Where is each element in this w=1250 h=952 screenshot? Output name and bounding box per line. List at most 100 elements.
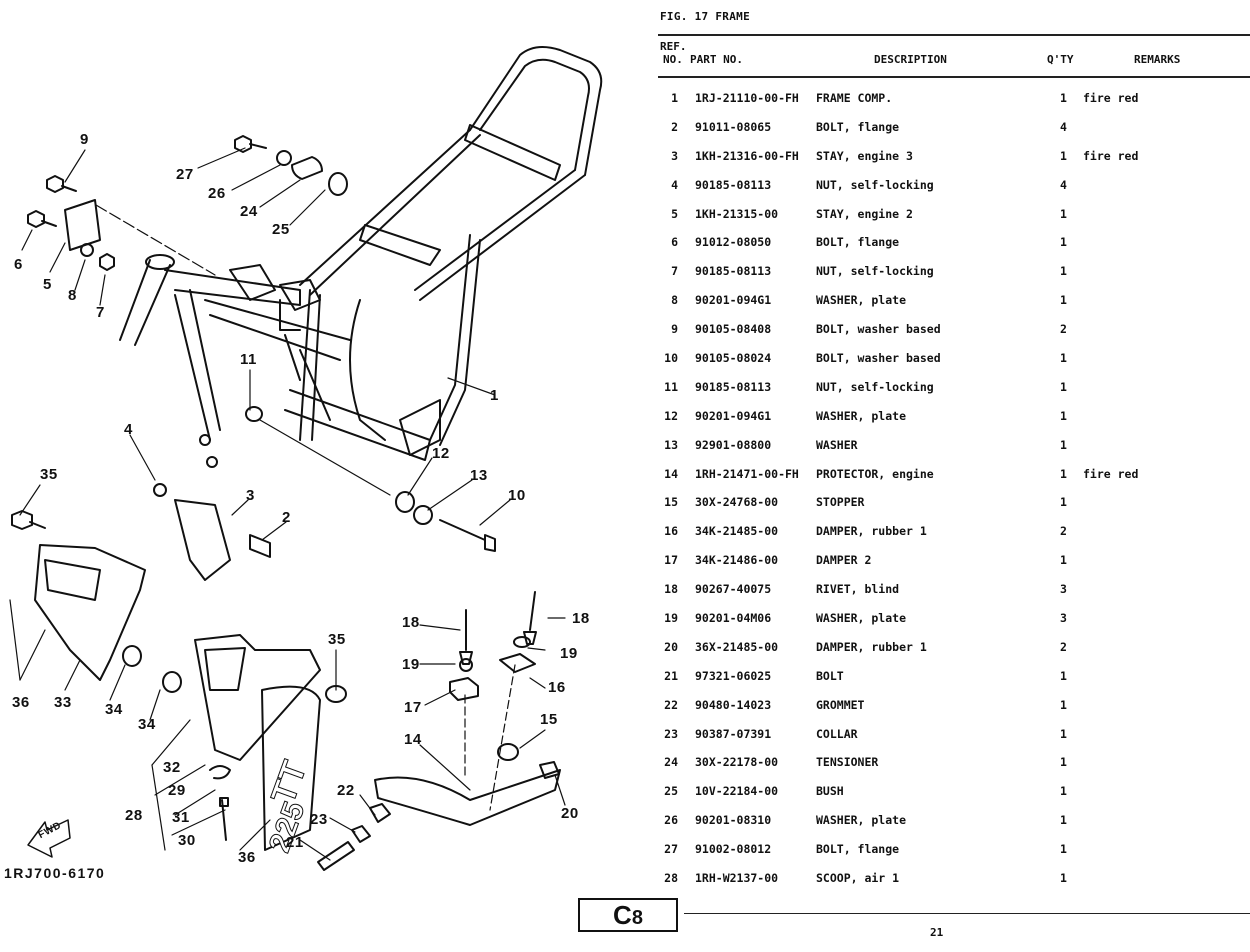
callout-36b: 36 — [238, 849, 256, 866]
callout-34b: 34 — [138, 716, 156, 733]
ref-no-cell: 10 — [664, 351, 678, 366]
description-cell: WASHER, plate — [816, 611, 907, 626]
callout-19a: 19 — [402, 656, 420, 673]
part-no-cell: 90105-08024 — [695, 351, 772, 366]
description-cell: STAY, engine 2 — [816, 206, 913, 221]
description-cell: FRAME COMP. — [816, 91, 893, 105]
callout-17: 17 — [404, 699, 422, 716]
part-no-cell: 91011-08065 — [695, 119, 772, 134]
frame-drawing — [9, 45, 603, 871]
part-no-cell: 90201-08310 — [695, 813, 772, 828]
callout-20: 20 — [561, 805, 579, 822]
ref-no-cell: 18 — [664, 582, 678, 597]
part-no-cell: 90480-14023 — [695, 697, 772, 712]
part-no-cell: 34K-21485-00 — [695, 524, 779, 539]
qty-cell: 4 — [1060, 119, 1067, 134]
description-cell: BUSH — [816, 784, 844, 799]
header-part-no: PART NO. — [690, 53, 743, 66]
callout-10: 10 — [508, 487, 526, 504]
description-cell: DAMPER 2 — [816, 553, 872, 568]
hardware-parts — [11, 135, 561, 871]
part-no-cell: 90185-08113 — [695, 379, 772, 394]
callout-4: 4 — [124, 421, 133, 438]
qty-cell: 1 — [1060, 813, 1067, 828]
callout-28: 28 — [125, 807, 143, 824]
ref-no-cell: 15 — [664, 495, 678, 510]
callout-24: 24 — [240, 203, 258, 220]
exploded-diagram: TT 225 FWD 1 2 3 4 5 6 7 8 9 10 11 12 13… — [4, 45, 603, 881]
qty-cell: 1 — [1060, 408, 1067, 423]
qty-cell: 1 — [1060, 495, 1067, 510]
description-cell: PROTECTOR, engine — [816, 466, 934, 481]
ref-no-cell: 14 — [664, 466, 678, 481]
ref-no-cell: 22 — [664, 697, 678, 712]
ref-no-cell: 13 — [664, 437, 678, 452]
ref-no-cell: 17 — [664, 553, 678, 568]
part-no-cell: 1RH-21471-00-FH — [695, 466, 799, 481]
qty-cell: 2 — [1060, 524, 1067, 539]
callout-23: 23 — [310, 811, 328, 828]
callout-9: 9 — [80, 131, 89, 148]
part-no-cell: 90185-08113 — [695, 264, 772, 279]
ref-no-cell: 27 — [664, 842, 678, 857]
parts-table-body: 1 1RJ-21110-00-FH FRAME COMP. 1 fire red 2 910… — [658, 83, 1250, 892]
description-cell: BOLT, flange — [816, 119, 900, 134]
part-no-cell: 30X-24768-00 — [695, 495, 779, 510]
ref-no-cell: 20 — [664, 639, 678, 654]
part-no-cell: 90201-094G1 — [695, 408, 772, 423]
callout-21: 21 — [286, 834, 304, 851]
part-no-cell: 1KH-21315-00 — [695, 206, 779, 221]
callout-27: 27 — [176, 166, 194, 183]
remarks-cell: fire red — [1083, 466, 1139, 481]
callout-16: 16 — [548, 679, 566, 696]
header-top-rule — [658, 34, 1250, 36]
part-no-cell: 1RH-W2137-00 — [695, 871, 779, 886]
description-cell: BOLT — [816, 668, 844, 683]
section-number: 8 — [631, 907, 643, 929]
callout-13: 13 — [470, 467, 488, 484]
callout-15: 15 — [540, 711, 558, 728]
section-letter: C — [613, 900, 632, 930]
description-cell: BOLT, washer based — [816, 322, 941, 337]
remarks-cell: fire red — [1083, 148, 1139, 163]
description-cell: WASHER, plate — [816, 293, 907, 308]
ref-no-cell: 5 — [671, 206, 678, 221]
callout-26: 26 — [208, 185, 226, 202]
diagram-code: 1RJ700-6170 — [4, 865, 106, 881]
qty-cell: 3 — [1060, 582, 1067, 597]
part-no-cell: 90201-094G1 — [695, 293, 772, 308]
description-cell: SCOOP, air 1 — [816, 871, 900, 886]
part-no-cell: 1RJ-21110-00-FH — [695, 91, 799, 105]
header-ref-line1: REF. — [660, 40, 687, 53]
part-no-cell: 10V-22184-00 — [695, 784, 779, 799]
part-no-cell: 97321-06025 — [695, 668, 772, 683]
description-cell: BOLT, washer based — [816, 351, 941, 366]
ref-no-cell: 28 — [664, 871, 678, 886]
remarks-cell: fire red — [1083, 91, 1139, 105]
part-no-cell: 92901-08800 — [695, 437, 772, 452]
description-cell: NUT, self-locking — [816, 177, 934, 192]
qty-cell: 1 — [1060, 871, 1067, 886]
part-no-cell: 90201-04M06 — [695, 611, 772, 626]
callout-14: 14 — [404, 731, 422, 748]
ref-no-cell: 26 — [664, 813, 678, 828]
callout-32: 32 — [163, 759, 181, 776]
ref-no-cell: 23 — [664, 726, 678, 741]
ref-no-cell: 7 — [671, 264, 678, 279]
figure-title: FIG. 17 FRAME — [660, 10, 750, 23]
description-cell: BOLT, flange — [816, 235, 900, 250]
